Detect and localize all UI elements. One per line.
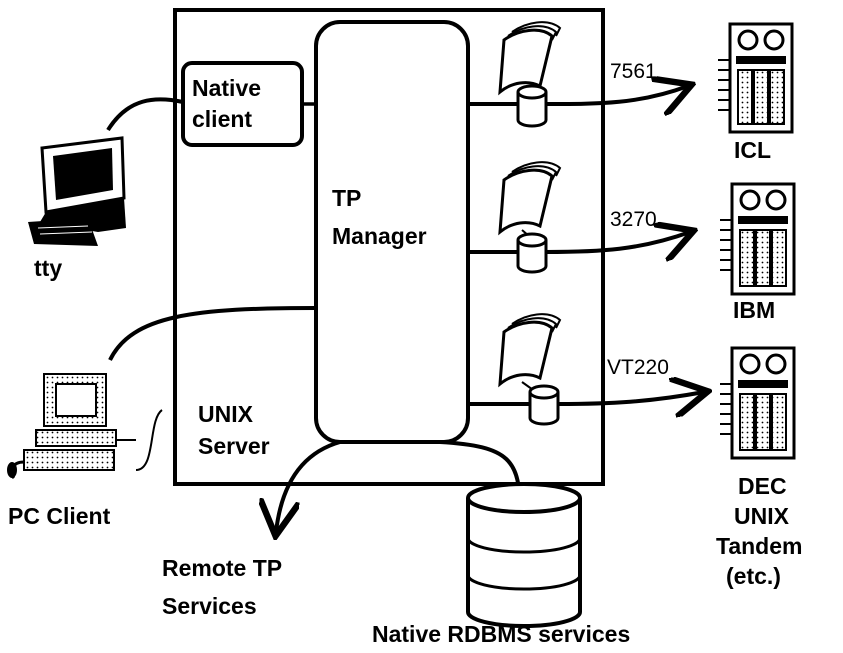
rdbms-label: Native RDBMS services bbox=[372, 621, 630, 647]
target-label-etc: (etc.) bbox=[726, 563, 781, 589]
transaction-queue-icon-2 bbox=[498, 161, 562, 274]
dec-unix-tandem-host-icon bbox=[720, 346, 796, 460]
tty-terminal-icon bbox=[28, 136, 126, 246]
target-label-icl: ICL bbox=[734, 137, 771, 163]
tp-manager-label-line1: TP bbox=[332, 185, 361, 211]
rdbms-database-icon bbox=[466, 482, 582, 628]
target-label-ibm: IBM bbox=[733, 297, 775, 323]
remote-tp-label-line2: Services bbox=[162, 593, 257, 619]
unix-server-label-line1: UNIX bbox=[198, 401, 254, 427]
connection-line-2 bbox=[468, 232, 690, 252]
ibm-host-icon bbox=[720, 182, 796, 296]
pc-client-computer-icon bbox=[7, 373, 163, 480]
tp-manager-label-line2: Manager bbox=[332, 223, 427, 249]
native-client-label-line1: Native bbox=[192, 75, 261, 101]
connection-line-3 bbox=[468, 392, 704, 404]
target-label-unix: UNIX bbox=[734, 503, 790, 529]
target-label-tandem: Tandem bbox=[716, 533, 802, 559]
tty-label: tty bbox=[34, 255, 62, 281]
native-client-label-line2: client bbox=[192, 106, 252, 132]
target-label-dec: DEC bbox=[738, 473, 787, 499]
transaction-queue-icon-3 bbox=[498, 313, 562, 426]
protocol-label-3: VT220 bbox=[607, 356, 669, 379]
pc-client-to-tp-line bbox=[108, 306, 317, 361]
tp-manager-box bbox=[314, 20, 470, 444]
pc-client-label: PC Client bbox=[8, 503, 111, 529]
protocol-label-2: 3270 bbox=[610, 208, 657, 231]
transaction-queue-icon-1 bbox=[498, 21, 562, 128]
tty-to-native-client-line bbox=[106, 97, 184, 132]
protocol-label-1: 7561 bbox=[610, 60, 657, 83]
remote-tp-label-line1: Remote TP bbox=[162, 555, 282, 581]
unix-server-label-line2: Server bbox=[198, 433, 270, 459]
remote-tp-arrow bbox=[276, 440, 341, 532]
icl-host-icon bbox=[718, 22, 794, 134]
connection-line-1 bbox=[468, 86, 688, 104]
